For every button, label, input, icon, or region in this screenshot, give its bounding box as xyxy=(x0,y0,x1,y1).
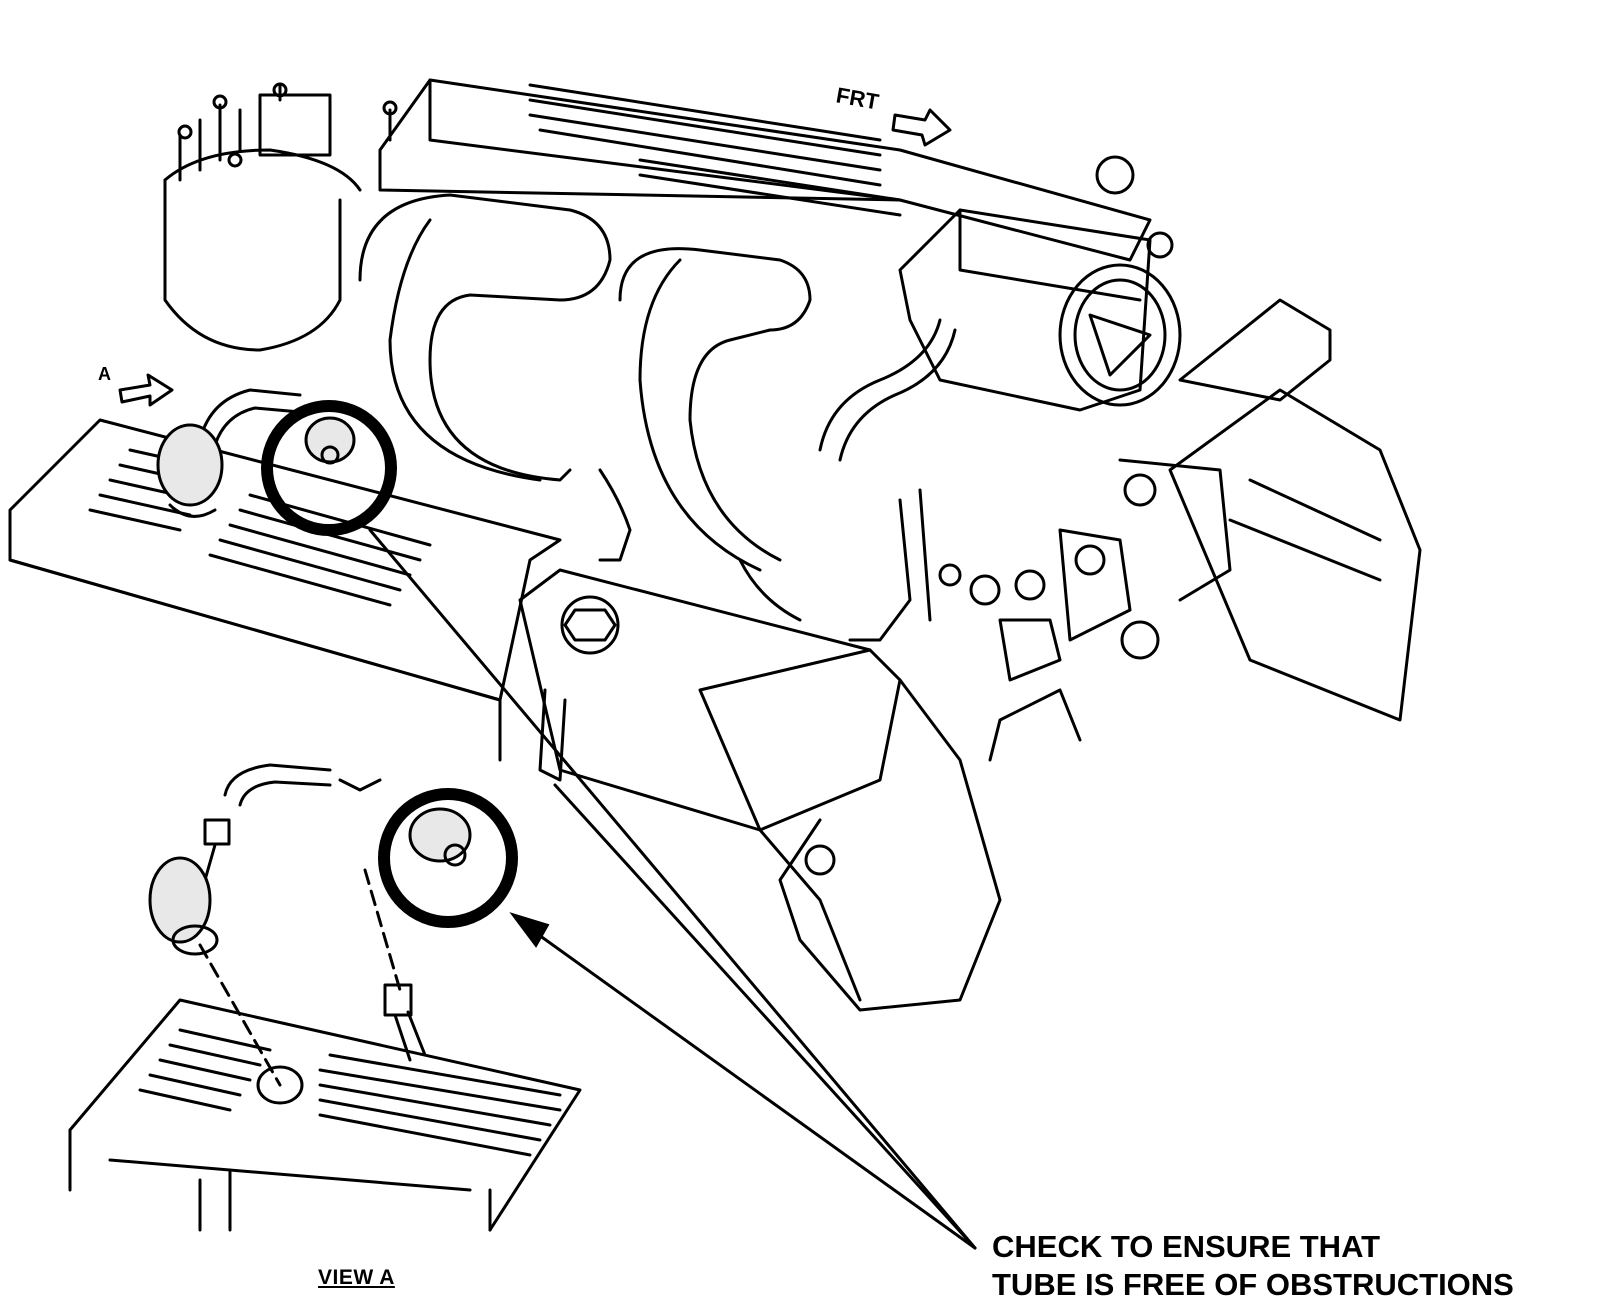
view-a-marker-label: A xyxy=(98,364,111,384)
left-valve-cover xyxy=(10,420,560,760)
right-engine-components xyxy=(940,300,1420,720)
view-a-inset xyxy=(70,765,580,1230)
engine-block xyxy=(760,680,1080,1010)
pcv-area xyxy=(158,390,354,516)
intake-runners xyxy=(360,195,810,620)
callout-leaders xyxy=(370,530,975,1248)
view-a-title: VIEW A xyxy=(318,1266,395,1289)
callout-note: CHECK TO ENSURE THAT TUBE IS FREE OF OBS… xyxy=(992,1228,1514,1304)
view-arrow-icon xyxy=(120,375,172,405)
distributor xyxy=(165,84,396,350)
throttle-body xyxy=(900,157,1180,410)
direction-arrow-icon xyxy=(893,110,950,145)
callout-line-1: CHECK TO ENSURE THAT xyxy=(992,1229,1381,1264)
hoses xyxy=(600,320,955,640)
check-circle-icon xyxy=(384,794,512,922)
leader-arrowhead-icon xyxy=(512,914,548,946)
right-valve-cover xyxy=(520,570,900,830)
check-circle-icon xyxy=(267,406,391,530)
callout-line-2: TUBE IS FREE OF OBSTRUCTIONS xyxy=(992,1267,1514,1302)
intake-plenum xyxy=(380,80,1150,260)
